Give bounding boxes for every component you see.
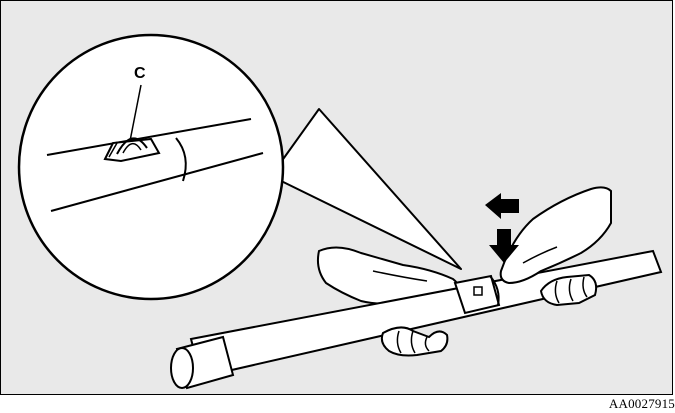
illustration-panel: C bbox=[0, 0, 673, 395]
rod-end-cap bbox=[171, 337, 233, 388]
illustration-drawing bbox=[1, 1, 674, 396]
magnifier-circle bbox=[19, 35, 283, 299]
arrow-left-icon bbox=[485, 193, 519, 219]
callout-pointer bbox=[271, 109, 461, 269]
label-c: C bbox=[134, 65, 146, 83]
image-code: AA0027915 bbox=[609, 396, 675, 412]
